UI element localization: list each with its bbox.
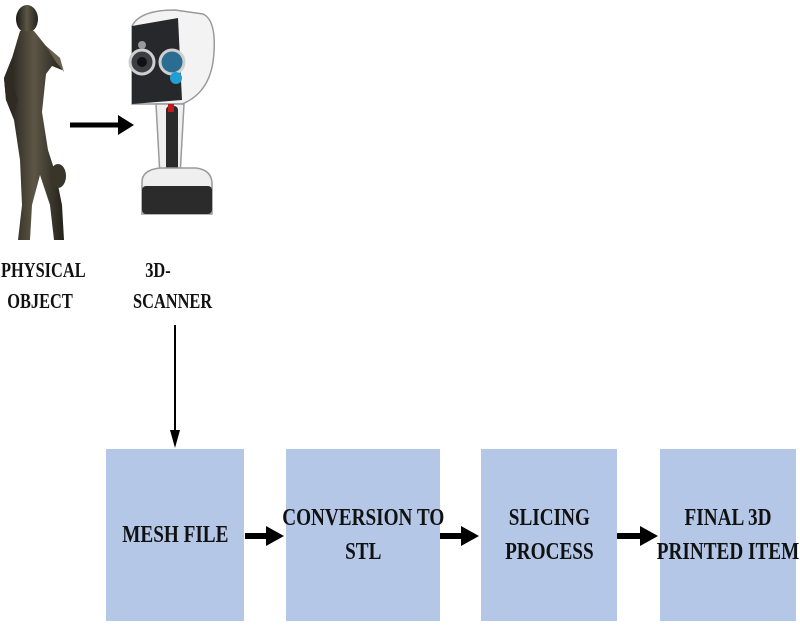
arrow-slicing-to-final (617, 526, 658, 546)
step-label-line: MESH FILE (121, 522, 229, 548)
step-label-line: STL (344, 539, 382, 565)
arrow-object-to-scanner (70, 115, 134, 135)
scanner-label-line2: SCANNER (133, 289, 213, 313)
arrow-mesh-to-stl (245, 526, 284, 546)
step-label: CONVERSION TO STL (262, 501, 465, 569)
physical-object-label-line2: OBJECT (7, 289, 73, 313)
arrow-scanner-to-mesh (170, 325, 180, 448)
step-box-mesh-file: MESH FILE (106, 449, 244, 621)
step-label-line: PRINTED ITEM (656, 539, 800, 565)
step-label-line: FINAL 3D (684, 505, 772, 531)
step-label: MESH FILE (109, 518, 242, 552)
step-label-line: SLICING (508, 505, 590, 531)
step-label-line: PROCESS (504, 539, 594, 565)
step-box-slicing-process: SLICING PROCESS (481, 449, 617, 621)
step-box-conversion-to-stl: CONVERSION TO STL (282, 449, 444, 621)
scanner-icon (128, 9, 216, 215)
scanner-label-line1: 3D- (145, 258, 171, 282)
physical-object-label: PHYSICAL OBJECT (1, 255, 86, 317)
statue-icon (4, 5, 66, 240)
scanner-label: 3D- SCANNER (133, 255, 213, 317)
step-label: FINAL 3D PRINTED ITEM (639, 501, 800, 569)
arrow-stl-to-slicing (440, 526, 479, 546)
physical-object-label-line1: PHYSICAL (1, 258, 86, 282)
step-box-final-3d-printed-item: FINAL 3D PRINTED ITEM (657, 449, 799, 621)
step-label: SLICING PROCESS (494, 501, 605, 569)
step-label-line: CONVERSION TO (282, 505, 444, 531)
